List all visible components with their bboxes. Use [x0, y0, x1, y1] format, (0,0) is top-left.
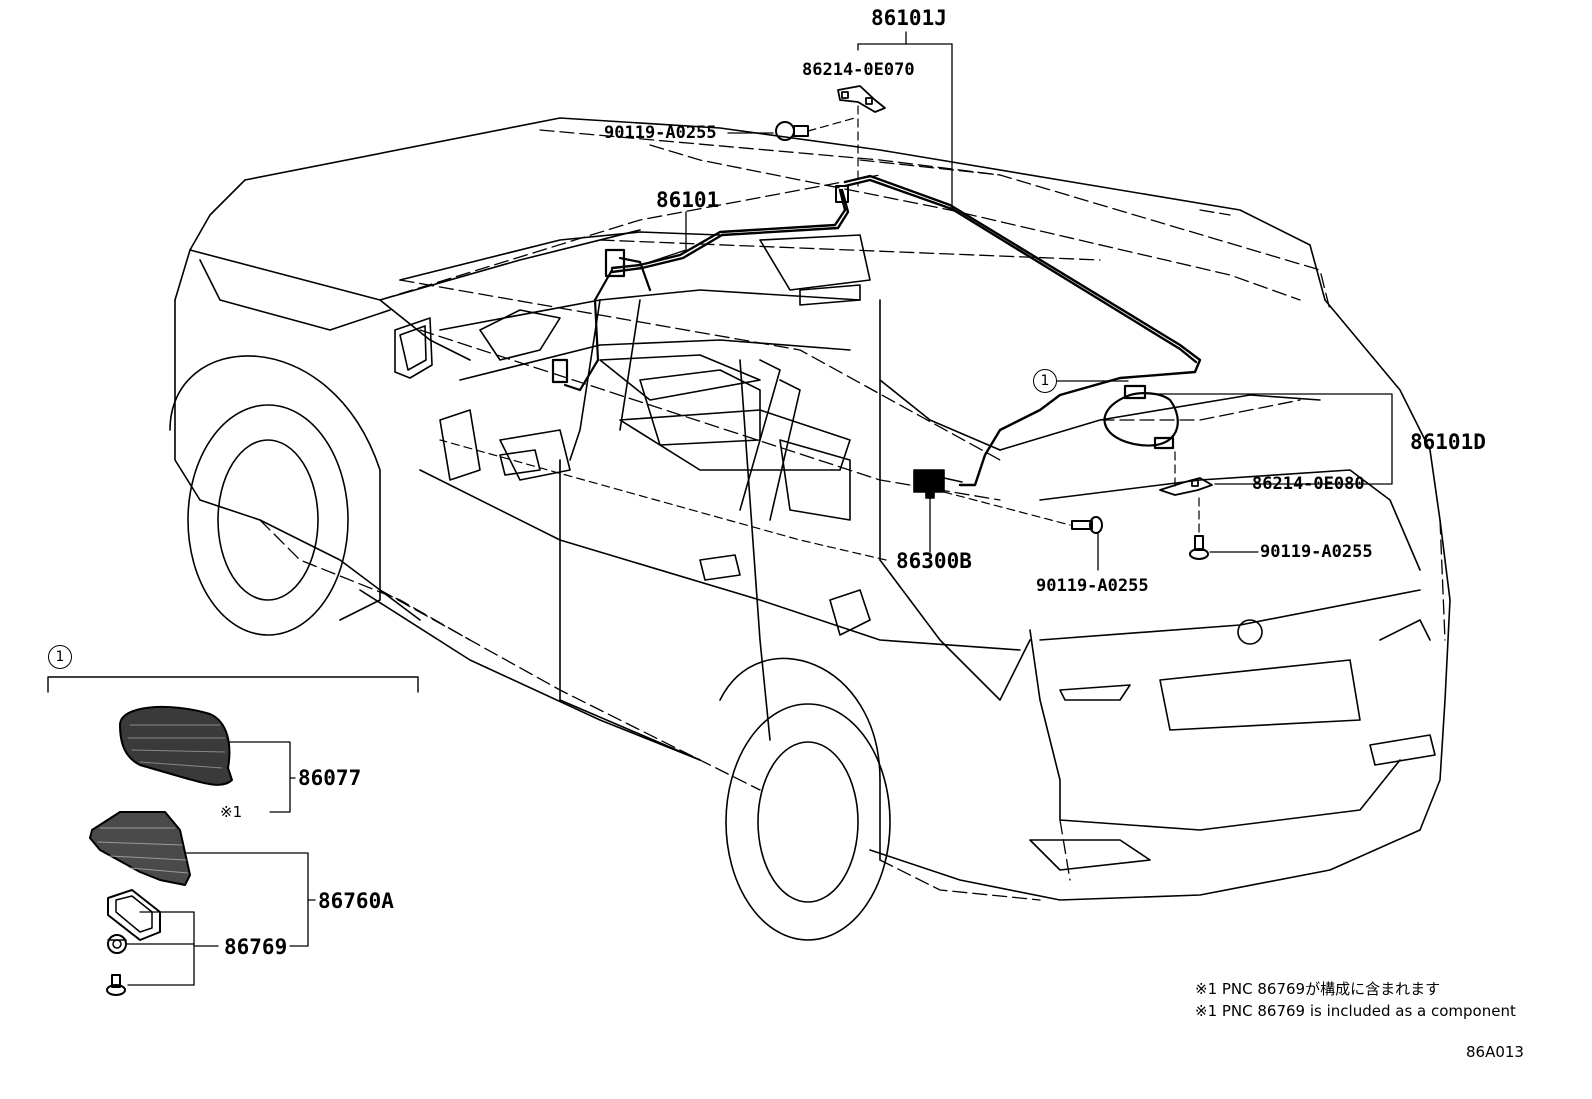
wire-harness-86101J: [610, 174, 1202, 487]
label-86101: 86101: [656, 188, 720, 212]
label-86760A: 86760A: [318, 889, 394, 913]
label-86101D: 86101D: [1410, 430, 1486, 454]
footnote-jp: ※1 PNC 86769が構成に含まれます: [1195, 980, 1441, 998]
bolt-90119-top: [775, 121, 809, 141]
bracket-86214-0E070: [837, 85, 886, 113]
vehicle-body-outline: [174, 117, 1451, 901]
label-86101J: 86101J: [871, 6, 947, 30]
label-ref1: ※1: [220, 803, 243, 821]
label-90119-A0255-center: 90119-A0255: [1036, 576, 1149, 596]
label-90119-A0255-right: 90119-A0255: [1260, 542, 1373, 562]
antenna-body-86760A: [89, 811, 191, 886]
callout-circle-1-inset: 1: [48, 645, 72, 669]
wire-harness-86101: [551, 248, 652, 392]
antenna-screw: [106, 974, 126, 996]
diagram-code: 86A013: [1466, 1043, 1524, 1061]
inset-group: [47, 676, 419, 996]
hidden-body-lines: [259, 129, 1446, 901]
callout-circle-1-main: 1: [1033, 369, 1057, 393]
bolt-90119-right: [1189, 535, 1209, 560]
label-90119-A0255-top: 90119-A0255: [604, 123, 717, 143]
bolt-90119-center: [1071, 516, 1103, 534]
label-86300B: 86300B: [896, 549, 972, 573]
module-86300B: [913, 469, 963, 499]
label-86077: 86077: [298, 766, 362, 790]
leader-lines: [649, 31, 1393, 571]
antenna-nut: [107, 934, 127, 954]
label-86214-0E070: 86214-0E070: [802, 60, 915, 80]
roof-connector: [835, 185, 849, 203]
footnote-en: ※1 PNC 86769 is included as a component: [1195, 1002, 1516, 1020]
label-86769: 86769: [224, 935, 288, 959]
label-86214-0E080: 86214-0E080: [1252, 474, 1365, 494]
antenna-gasket: [107, 889, 161, 941]
front-wheel: [169, 355, 381, 636]
antenna-cover-86077: [119, 705, 233, 786]
leader-lines-dashed: [439, 105, 1200, 561]
rear-wheel: [719, 657, 891, 941]
bracket-86214-0E080: [1159, 477, 1213, 496]
